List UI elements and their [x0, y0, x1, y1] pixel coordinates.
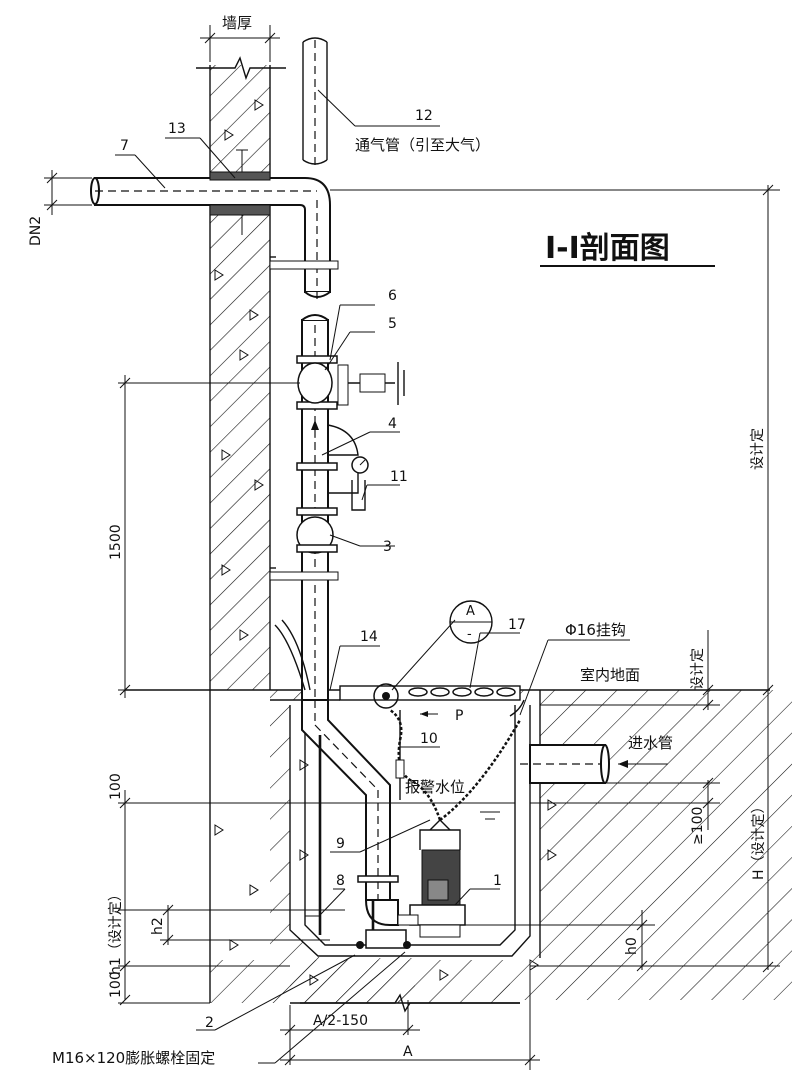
h2-label: h2	[150, 917, 166, 935]
riser-pipe	[269, 256, 405, 701]
callout-17: 17	[508, 617, 526, 633]
callout-2: 2	[205, 1015, 214, 1031]
callout-14: 14	[360, 629, 378, 645]
callout-10: 10	[420, 731, 438, 747]
callout-11: 11	[390, 469, 408, 485]
inlet-pipe-label: 进水管	[628, 734, 673, 752]
hook-label: Φ16挂钩	[565, 621, 626, 639]
alarm-level-label: 报警水位	[405, 778, 465, 796]
a-label: A	[403, 1044, 413, 1060]
callout-5: 5	[388, 316, 397, 332]
h-design-label: H（设计定）	[751, 799, 767, 880]
title: I-I剖面图	[545, 231, 670, 266]
callout-9: 9	[336, 836, 345, 852]
dim-100-bottom: 100	[108, 971, 124, 998]
callout-4: 4	[388, 416, 397, 432]
callout-3: 3	[383, 539, 392, 555]
outlet-pipe	[90, 149, 339, 300]
dim-100-top: 100	[108, 773, 124, 800]
section-dash-label: -	[467, 627, 472, 642]
cover-grating	[408, 687, 516, 697]
dim-1500: 1500	[108, 524, 124, 560]
p-label: P	[455, 708, 463, 724]
callout-1: 1	[493, 873, 502, 889]
callout-13: 13	[168, 121, 186, 137]
dn2-label: DN2	[28, 216, 44, 246]
indoor-floor-label: 室内地面	[580, 666, 640, 684]
h1-label: h1（设计定）	[108, 887, 124, 975]
section-a-label: A	[466, 604, 475, 619]
pit-structure	[125, 685, 792, 1013]
vent-pipe	[302, 37, 328, 165]
concrete-marks	[214, 99, 264, 641]
dimension-lines	[44, 170, 780, 1070]
callout-12: 12	[415, 108, 433, 124]
ge100-label: ≥100	[690, 807, 706, 845]
leader-lines	[115, 89, 630, 1064]
callout-7: 7	[120, 138, 129, 154]
callout-8: 8	[336, 873, 345, 889]
vent-pipe-label: 通气管（引至大气）	[355, 136, 490, 154]
a-half-label: A/2-150	[313, 1013, 368, 1029]
design-fixed-right: 设计定	[750, 428, 766, 470]
discharge-pipe	[301, 699, 411, 949]
design-fixed-small: 设计定	[690, 648, 706, 690]
h0-label: h0	[624, 937, 640, 955]
submersible-pump	[389, 699, 525, 938]
callout-6: 6	[388, 288, 397, 304]
wall	[196, 25, 286, 1003]
wall-thickness-label: 墙厚	[222, 14, 252, 32]
bolt-note: M16×120膨胀螺栓固定	[52, 1049, 215, 1067]
